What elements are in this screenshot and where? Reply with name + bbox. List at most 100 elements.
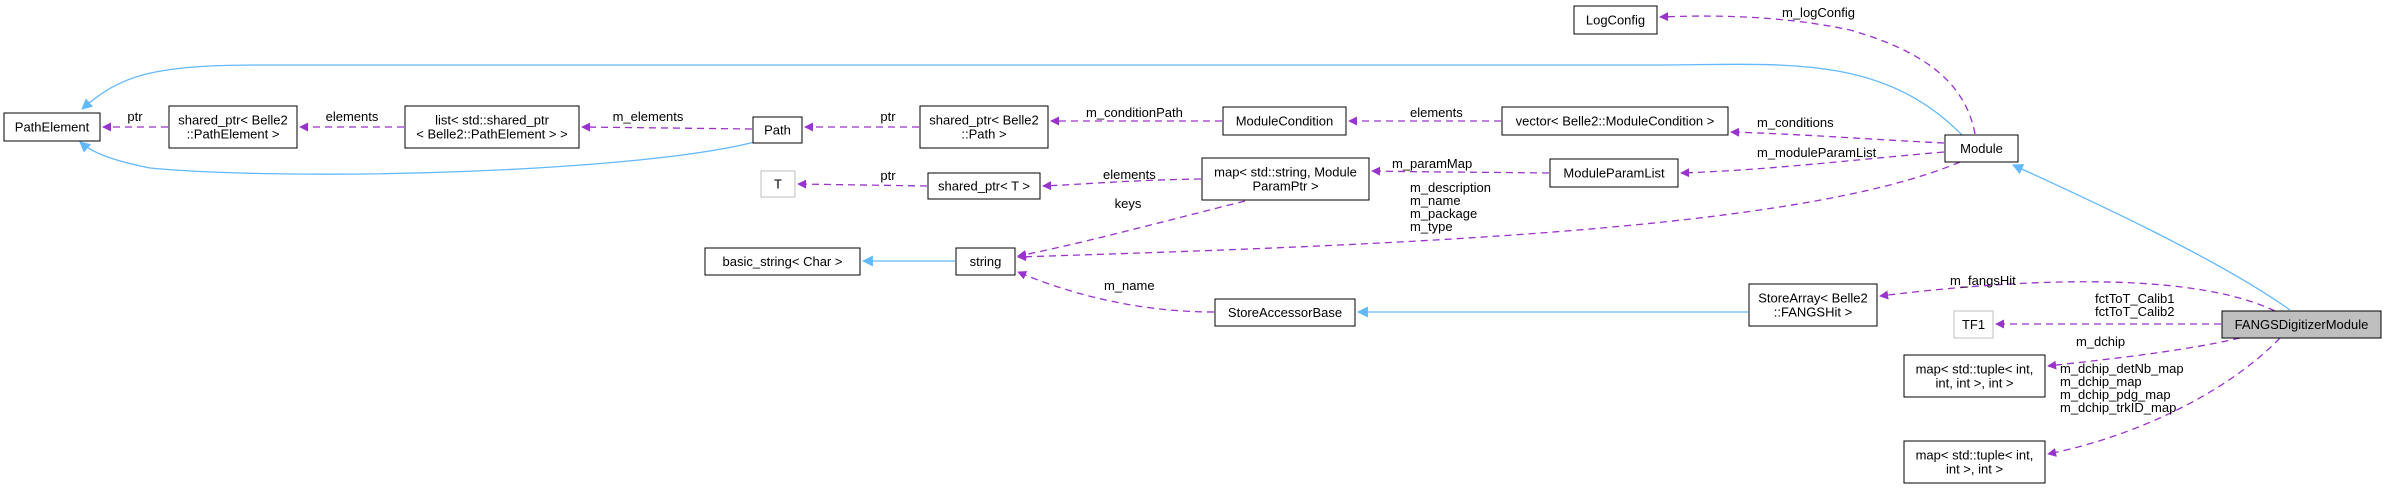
node-box[interactable] (760, 170, 796, 198)
edge-string-map: keys (1017, 196, 1246, 259)
node-label-line: ::FANGSHit > (1774, 305, 1852, 320)
node-string[interactable]: string (955, 247, 1016, 276)
edge-label-line: ptr (127, 109, 143, 124)
node-basic_string[interactable]: basic_string< Char > (704, 247, 861, 276)
node-box[interactable] (1748, 283, 1878, 327)
node-storeaccessorbase[interactable]: StoreAccessorBase (1214, 298, 1356, 327)
node-label-line: map< std::tuple< int, (1916, 448, 2034, 463)
node-fangs[interactable]: FANGSDigitizerModule (2221, 310, 2382, 339)
node-label-line: int, int >, int > (1935, 376, 2013, 391)
node-map_tuple2[interactable]: map< std::tuple< int,int >, int > (1903, 440, 2046, 484)
edge-label-line: elements (1410, 105, 1463, 120)
edge-line (581, 122, 753, 132)
node-label: map< std::tuple< int,int >, int > (1916, 448, 2034, 477)
node-label: shared_ptr< T > (938, 179, 1030, 194)
node-label-line: ParamPtr > (1252, 179, 1318, 194)
node-list_sp[interactable]: list< std::shared_ptr< Belle2::PathEleme… (404, 105, 580, 149)
edge-line (2011, 164, 2291, 311)
edge-line (81, 63, 1963, 136)
node-modulecondition[interactable]: ModuleCondition (1222, 106, 1347, 136)
node-moduleparamlist[interactable]: ModuleParamList (1549, 158, 1679, 188)
node-box[interactable] (1222, 106, 1347, 136)
node-box[interactable] (955, 247, 1016, 276)
edge-vec-module: m_conditions (1730, 115, 1945, 144)
node-box[interactable] (1944, 134, 2019, 163)
node-tf1[interactable]: TF1 (1953, 310, 1994, 339)
node-t[interactable]: T (760, 170, 796, 198)
node-label-line: shared_ptr< Belle2 (178, 113, 288, 128)
edge-line (1730, 127, 1945, 144)
node-box[interactable] (1201, 157, 1370, 201)
node-box[interactable] (752, 116, 803, 144)
edge-label: m_paramMap (1392, 156, 1472, 171)
node-label-line: PathElement (15, 120, 90, 135)
node-path[interactable]: Path (752, 116, 803, 144)
node-box[interactable] (1501, 106, 1729, 136)
node-sp_t[interactable]: shared_ptr< T > (927, 172, 1041, 200)
node-sp_pathelement[interactable]: shared_ptr< Belle2::PathElement > (168, 105, 298, 149)
edge-label: m_name (1104, 278, 1155, 293)
edge-label-line: m_conditions (1757, 115, 1834, 130)
edge-tuple1-fangs: m_dchip (2047, 334, 2241, 370)
edge-label-line: fctToT_Calib1 (2095, 291, 2174, 306)
node-label-line: map< std::string, Module (1214, 165, 1357, 180)
node-vec_modcond[interactable]: vector< Belle2::ModuleCondition > (1501, 106, 1729, 136)
node-label: ModuleCondition (1236, 114, 1334, 129)
node-box[interactable] (404, 105, 580, 149)
node-label-line: map< std::tuple< int, (1916, 362, 2034, 377)
node-label-line: ::PathElement > (187, 127, 280, 142)
node-label-line: shared_ptr< Belle2 (929, 113, 1039, 128)
edge-label-line: keys (1115, 196, 1142, 211)
edge-label: m_dchip (2076, 334, 2125, 349)
edge-line (1042, 178, 1202, 191)
edge-label-line: fctToT_Calib2 (2095, 304, 2174, 319)
edge-label-line: elements (326, 109, 379, 124)
edge-line (2047, 337, 2281, 457)
node-box[interactable] (704, 247, 861, 276)
node-module[interactable]: Module (1944, 134, 2019, 163)
node-box[interactable] (919, 105, 1049, 149)
node-sp_path[interactable]: shared_ptr< Belle2::Path > (919, 105, 1049, 149)
node-box[interactable] (1953, 310, 1994, 339)
edge-label-line: m_dchip (2076, 334, 2125, 349)
edge-spe-pathelement: ptr (102, 109, 168, 132)
edge-label-line: m_dchip_map (2060, 374, 2142, 389)
edge-label-line: m_elements (613, 109, 684, 124)
node-label-line: shared_ptr< T > (938, 179, 1030, 194)
edge-string-sab: m_name (1017, 271, 1215, 313)
node-box[interactable] (1549, 158, 1679, 188)
node-box[interactable] (1214, 298, 1356, 327)
node-box[interactable] (168, 105, 298, 149)
edge-label: keys (1115, 196, 1142, 211)
node-box[interactable] (1903, 440, 2046, 484)
edge-label: ptr (880, 109, 896, 124)
node-label-line: StoreAccessorBase (1228, 305, 1342, 320)
node-logconfig[interactable]: LogConfig (1573, 5, 1658, 35)
edge-label: m_conditionPath (1086, 105, 1183, 120)
edge-label-line: m_dchip_trkID_map (2060, 400, 2176, 415)
node-box[interactable] (1903, 354, 2046, 398)
edge-list-spe: elements (299, 109, 404, 132)
node-map_tuple1[interactable]: map< std::tuple< int,int, int >, int > (1903, 354, 2046, 398)
node-label-line: < Belle2::PathElement > > (416, 127, 567, 142)
node-label: PathElement (15, 120, 90, 135)
node-box[interactable] (1573, 5, 1658, 35)
edge-label-line: m_logConfig (1782, 5, 1855, 20)
node-box[interactable] (927, 172, 1041, 200)
node-label: basic_string< Char > (723, 254, 843, 269)
node-box[interactable] (3, 112, 101, 142)
edge-logconfig-module: m_logConfig (1659, 5, 1976, 135)
node-box[interactable] (2221, 310, 2382, 339)
edge-label: m_moduleParamList (1757, 145, 1877, 160)
node-label: StoreArray< Belle2::FANGSHit > (1758, 291, 1867, 320)
node-pathelement[interactable]: PathElement (3, 112, 101, 142)
edge-label-line: elements (1103, 167, 1156, 182)
edge-sppath-modcond: m_conditionPath (1050, 105, 1222, 126)
node-storearray[interactable]: StoreArray< Belle2::FANGSHit > (1748, 283, 1878, 327)
